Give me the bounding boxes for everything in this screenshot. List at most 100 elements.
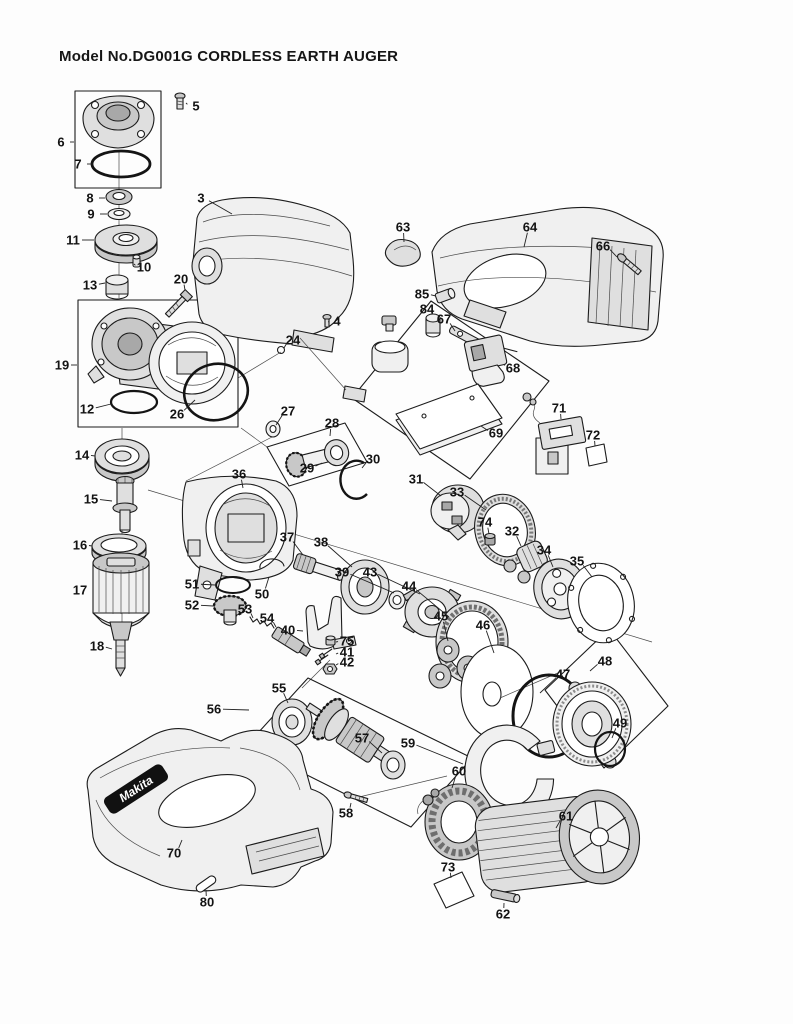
part-bushing-13 xyxy=(105,274,129,300)
leader-line-46 xyxy=(485,630,495,654)
leader-line-53 xyxy=(250,613,254,619)
leader-line-32 xyxy=(516,535,522,547)
part-snapring-30 xyxy=(339,459,368,500)
leader-line-55 xyxy=(283,692,289,704)
part-head-cover xyxy=(82,95,155,149)
part-switch-68 xyxy=(463,334,518,387)
part-washer-27 xyxy=(265,420,281,438)
part-housing-70: Makita xyxy=(86,728,334,892)
leader-line-54 xyxy=(272,622,277,628)
part-bit-18 xyxy=(115,639,126,677)
part-disc-46 xyxy=(460,644,561,740)
group-box-28 xyxy=(266,422,368,487)
leader-lines xyxy=(70,102,618,909)
part-bearing-retainer-48 xyxy=(552,681,632,769)
leader-line-26 xyxy=(183,399,196,411)
leader-line-34 xyxy=(547,555,554,568)
part-nut-75 xyxy=(325,635,336,646)
part-ring-plate-35 xyxy=(567,562,636,644)
part-fan-gear-52 xyxy=(212,594,248,626)
leader-line-47 xyxy=(539,677,557,694)
part-label-sheet-73 xyxy=(433,871,475,909)
leader-line-41 xyxy=(335,652,339,655)
part-pin-62 xyxy=(490,889,521,904)
leader-line-50 xyxy=(264,576,270,589)
leader-line-30 xyxy=(361,462,367,469)
leader-line-12 xyxy=(95,403,112,409)
part-bearing-14 xyxy=(94,438,150,482)
part-screw-66 xyxy=(617,253,642,276)
leader-line-13 xyxy=(98,282,106,285)
part-bearing-38 xyxy=(340,559,390,615)
leader-line-68 xyxy=(503,363,506,366)
part-oring-51 xyxy=(215,576,251,594)
leader-line-42 xyxy=(335,663,339,666)
part-oring-7 xyxy=(90,149,152,179)
leader-line-3 xyxy=(208,200,233,215)
part-cup xyxy=(371,340,409,373)
leader-line-69 xyxy=(480,425,489,431)
leader-line-20 xyxy=(183,284,186,291)
leader-line-18 xyxy=(105,646,113,650)
part-hub-31 xyxy=(430,484,497,541)
part-chuck-17 xyxy=(92,552,150,641)
part-disc-11 xyxy=(94,224,158,264)
part-oring-49 xyxy=(593,730,627,768)
leader-line-16 xyxy=(88,545,93,547)
leader-line-73 xyxy=(449,872,452,879)
leader-line-33 xyxy=(464,494,487,511)
part-strip-80 xyxy=(195,875,217,893)
part-connector-54 xyxy=(271,626,312,657)
leader-line-38 xyxy=(327,545,353,568)
leader-line-27 xyxy=(275,415,283,426)
leader-line-5 xyxy=(185,102,188,105)
part-armature-56 xyxy=(305,697,401,768)
leader-line-39 xyxy=(350,573,395,594)
part-screw-58 xyxy=(343,791,369,803)
leader-line-31 xyxy=(423,482,442,497)
leader-line-44 xyxy=(415,589,450,618)
leader-line-37 xyxy=(292,541,304,556)
part-stator-60 xyxy=(417,783,494,861)
part-controller-plate-69 xyxy=(395,383,503,456)
part-bearing-57 xyxy=(380,750,406,780)
part-oring-12 xyxy=(109,389,159,415)
part-locknut-8 xyxy=(105,188,133,206)
leader-line-74 xyxy=(487,527,490,535)
leader-line-66 xyxy=(609,249,618,258)
leader-line-45 xyxy=(442,621,449,642)
part-oring-26 xyxy=(182,362,250,422)
part-bolt-20 xyxy=(164,289,193,318)
leader-line-64 xyxy=(523,232,528,248)
group-box-controller xyxy=(351,300,550,480)
part-top-cover-3 xyxy=(191,197,367,403)
part-sleeve-84 xyxy=(425,313,441,338)
part-ring-24 xyxy=(276,345,286,355)
part-screw-4 xyxy=(322,313,332,328)
leader-line-67 xyxy=(449,323,456,332)
leader-line-43 xyxy=(378,574,421,595)
leader-line-61 xyxy=(555,820,561,829)
leader-line-29 xyxy=(315,462,323,467)
leader-line-28 xyxy=(329,428,332,437)
leader-line-52 xyxy=(200,604,214,607)
part-clip-small xyxy=(381,315,397,332)
leader-line-85 xyxy=(430,294,437,297)
part-cap-63 xyxy=(384,238,421,267)
part-pin-10 xyxy=(132,254,141,268)
part-screws-41 xyxy=(314,648,333,666)
leader-line-59 xyxy=(416,744,464,765)
part-washer-9 xyxy=(107,207,131,221)
part-gear-shaft-29 xyxy=(285,439,350,478)
part-handle-housing-64 xyxy=(431,206,664,347)
part-gear-shaft-37 xyxy=(292,553,345,581)
part-gear-housing-assembly-19 xyxy=(87,307,236,405)
leader-line-35 xyxy=(582,565,593,578)
leader-line-51 xyxy=(200,583,216,586)
part-sleeve-85 xyxy=(434,287,456,304)
part-clip-50 xyxy=(259,558,285,569)
leader-line-49 xyxy=(611,728,617,739)
group-box-19 xyxy=(77,299,239,428)
